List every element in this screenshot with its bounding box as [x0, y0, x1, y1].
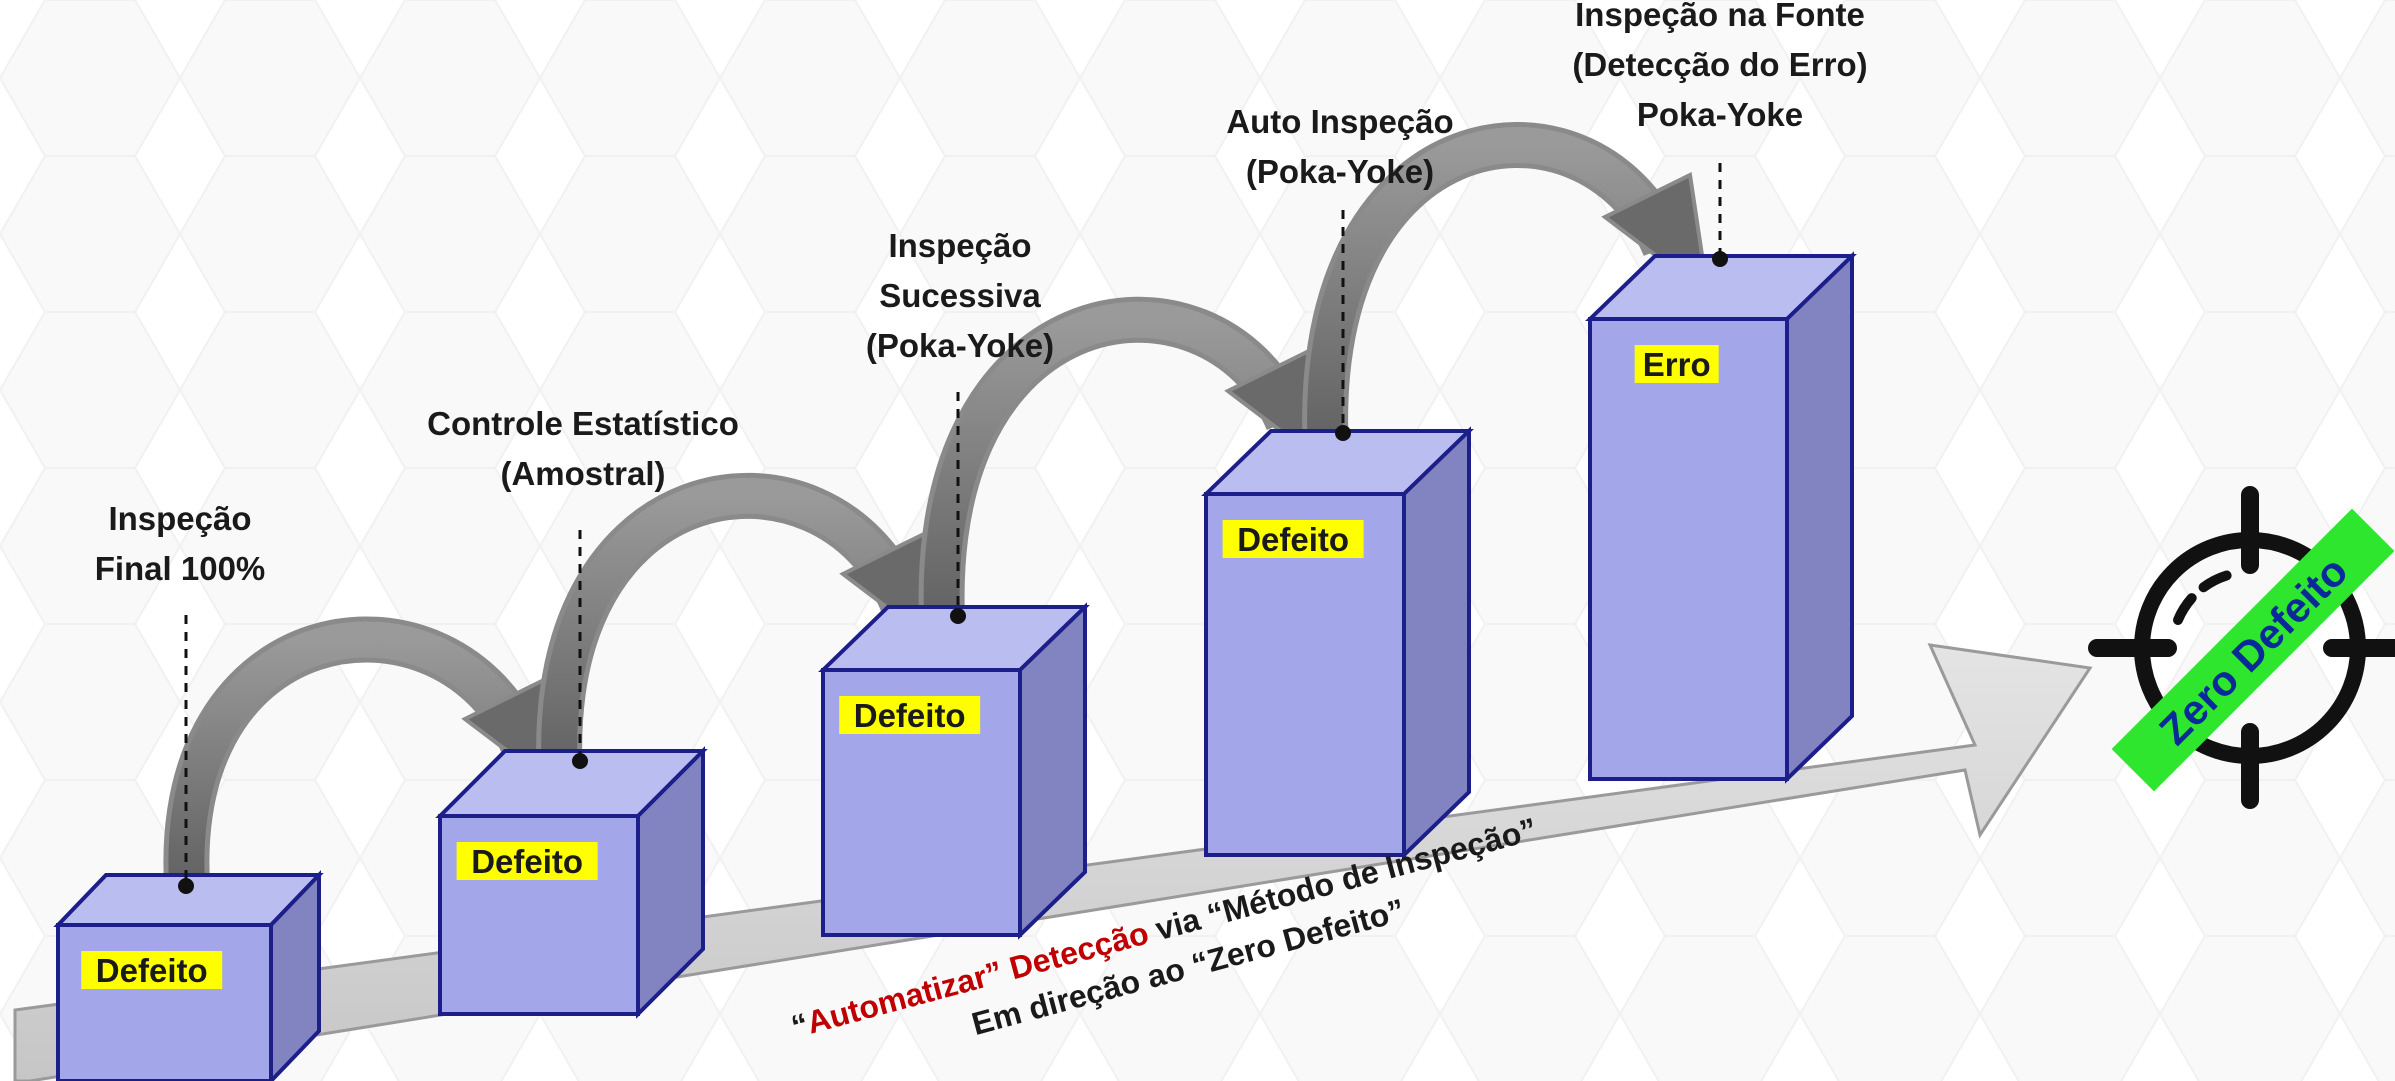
leader-dot	[572, 753, 588, 769]
box-front	[56, 923, 273, 1081]
box-label: Defeito	[96, 952, 208, 989]
stage-box-2: Defeito	[435, 746, 708, 1019]
zero-defect-badge	[2111, 508, 2395, 792]
box-label-highlight	[839, 696, 981, 734]
box-label-highlight	[1634, 345, 1719, 383]
stage-label-line: (Poka-Yoke)	[866, 327, 1054, 364]
stage-label-line: Inspeção na Fonte	[1575, 0, 1865, 33]
stage-label-line: Final 100%	[95, 550, 266, 587]
stage-label-5: Inspeção na Fonte (Detecção do Erro) Poka-…	[1572, 0, 1867, 133]
leader-dot	[1335, 425, 1351, 441]
stage-label-line: (Poka-Yoke)	[1246, 153, 1434, 190]
box-label-highlight	[81, 951, 223, 989]
stage-box-3: Defeito	[818, 602, 1090, 940]
stage-label-line: (Detecção do Erro)	[1572, 46, 1867, 83]
stage-label-line: (Amostral)	[500, 455, 665, 492]
box-label-highlight	[1222, 520, 1364, 558]
stage-label-2: Controle Estatístico (Amostral)	[427, 405, 739, 492]
leader-dot	[178, 878, 194, 894]
stage-label-line: Inspeção	[108, 500, 251, 537]
box-label: Defeito	[1237, 521, 1349, 558]
stage-label-line: Controle Estatístico	[427, 405, 739, 442]
box-front	[1588, 317, 1789, 781]
box-label-highlight	[456, 842, 598, 880]
box-side	[1785, 251, 1854, 784]
stage-box-1: Defeito	[53, 870, 324, 1081]
stage-box-4: Defeito	[1201, 426, 1474, 860]
box-label: Erro	[1643, 346, 1711, 383]
stage-label-4: Auto Inspeção (Poka-Yoke)	[1226, 103, 1453, 190]
leader-dot	[950, 608, 966, 624]
crosshair-icon	[2088, 486, 2395, 809]
stage-label-line: Poka-Yoke	[1637, 96, 1803, 133]
stage-label-line: Inspeção	[888, 227, 1031, 264]
box-label: Defeito	[854, 697, 966, 734]
box-side	[1402, 426, 1471, 860]
leader-dot	[1712, 251, 1728, 267]
stage-label-line: Auto Inspeção	[1226, 103, 1453, 140]
stage-label-line: Sucessiva	[879, 277, 1041, 314]
stage-box-5: Erro	[1585, 251, 1857, 784]
transition-arrows	[163, 122, 1711, 920]
box-label: Defeito	[471, 843, 583, 880]
